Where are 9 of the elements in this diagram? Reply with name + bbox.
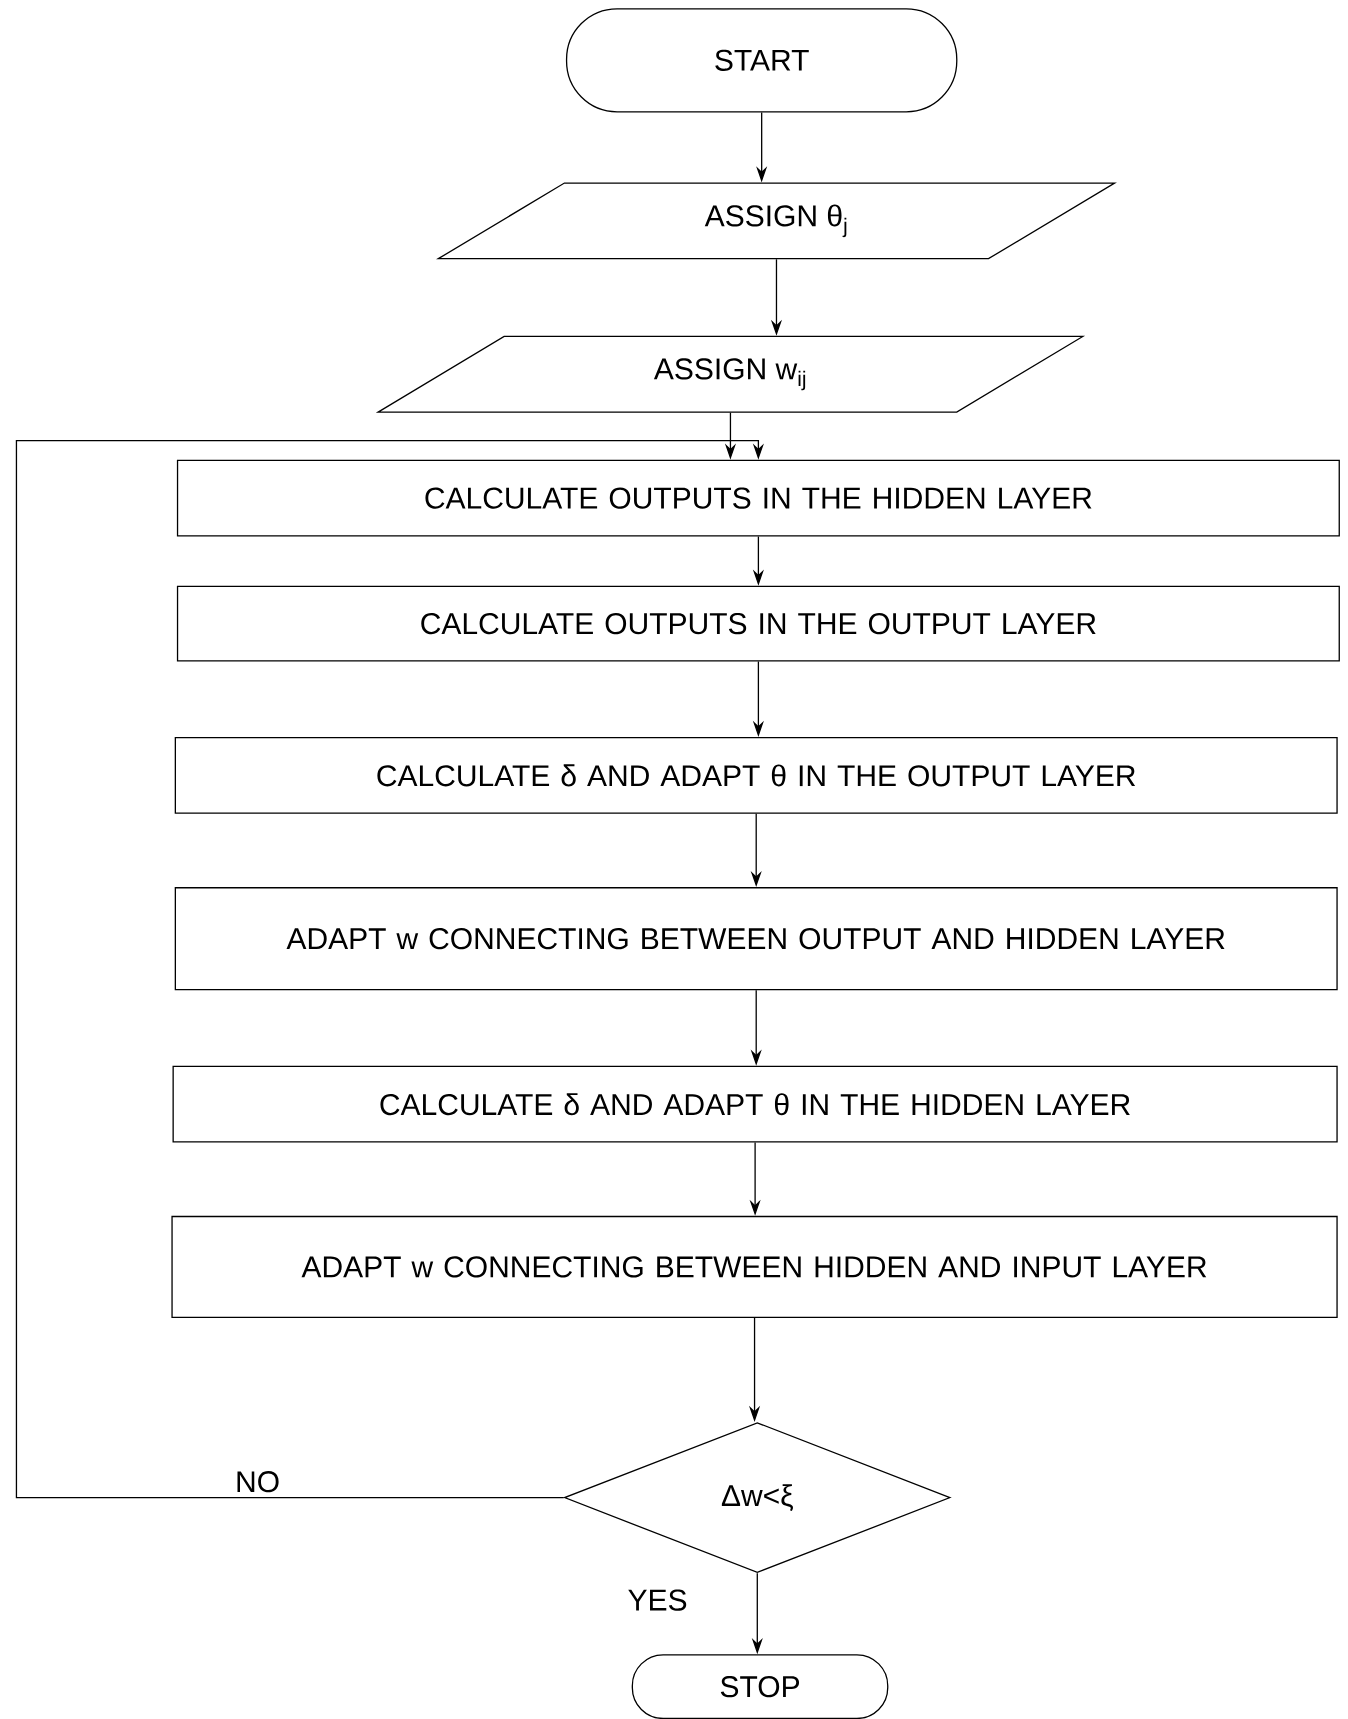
process-box: ADAPT w CONNECTING BETWEEN OUTPUT AND HIDDEN LAYER <box>174 887 1338 991</box>
process-box: CALCULATE δ AND ADAPT θ IN THE OUTPUT LAYER <box>174 736 1338 814</box>
edge-label: NO <box>233 1469 283 1495</box>
process-box: CALCULATE δ AND ADAPT θ IN THE HIDDEN LAYER <box>172 1065 1338 1143</box>
edge-label: YES <box>625 1587 690 1613</box>
process-box: CALCULATE OUTPUTS IN THE HIDDEN LAYER <box>176 459 1340 537</box>
arrow <box>15 439 764 1499</box>
process-box: CALCULATE OUTPUTS IN THE OUTPUT LAYER <box>176 585 1340 662</box>
process-box: ADAPT w CONNECTING BETWEEN HIDDEN AND INPUT LAYER <box>171 1215 1338 1318</box>
